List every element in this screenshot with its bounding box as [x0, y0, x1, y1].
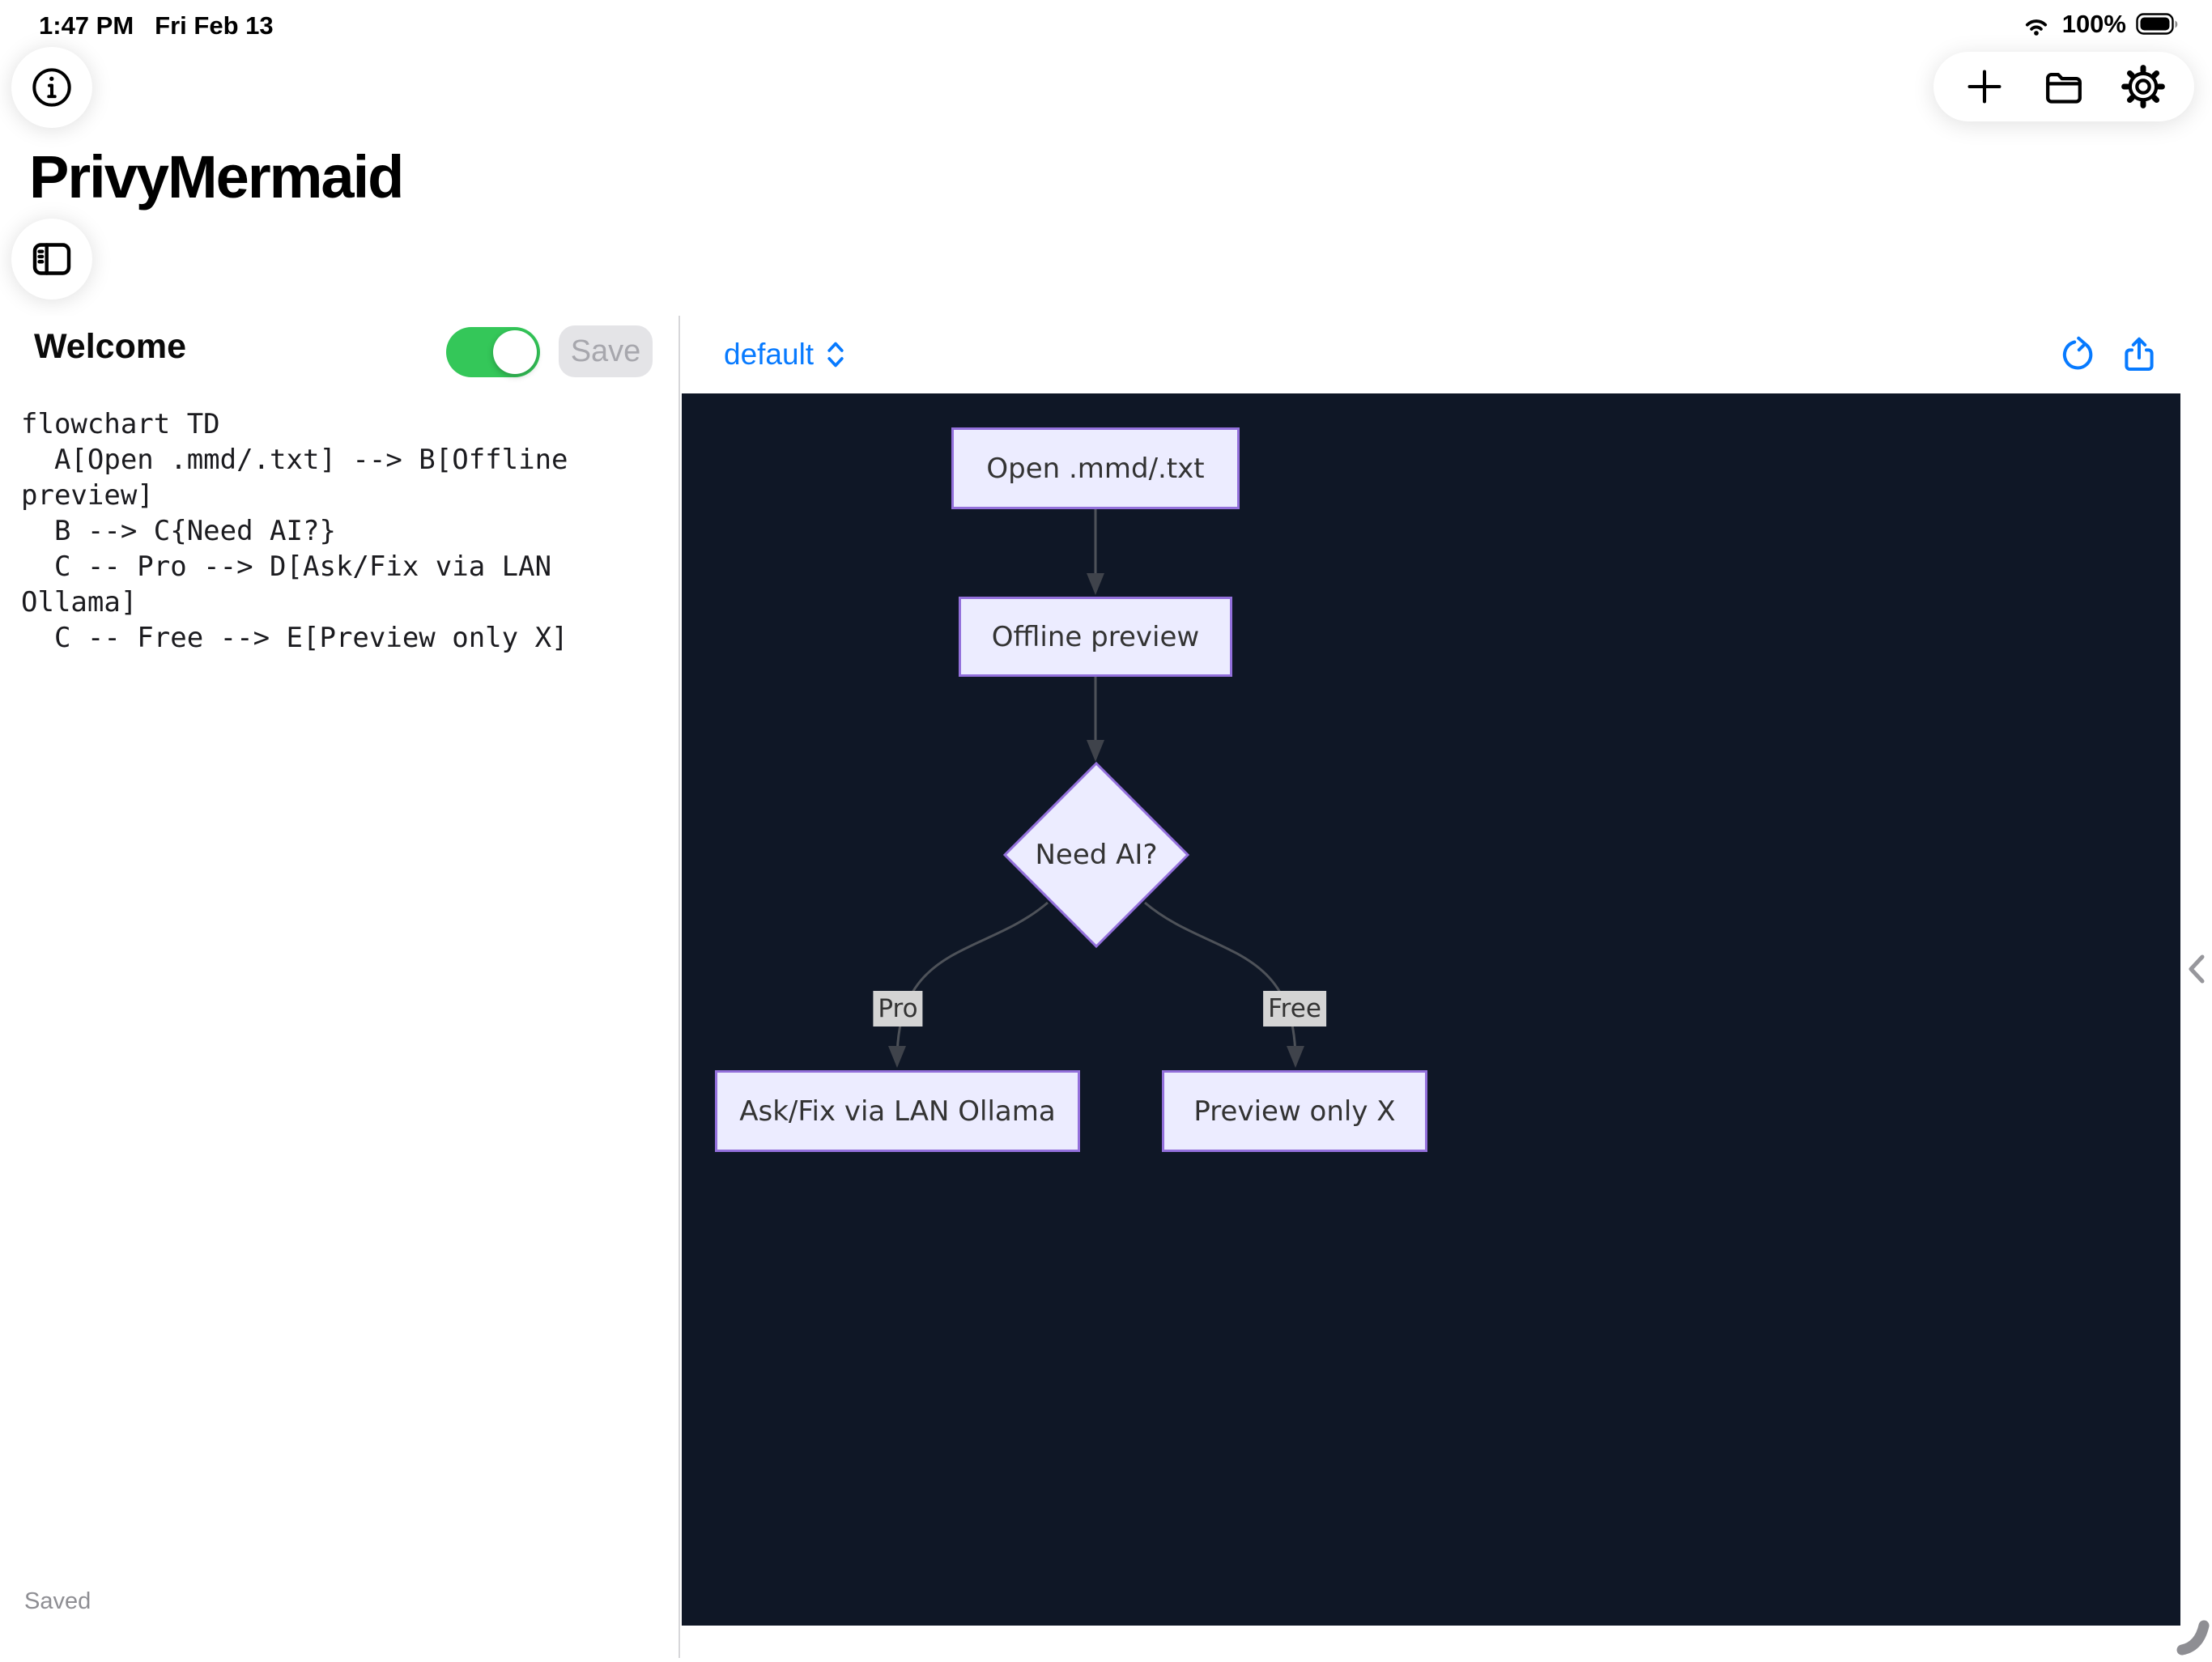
node-need-ai-label[interactable]: Need AI? [1035, 839, 1158, 871]
autosave-toggle[interactable] [446, 327, 540, 377]
chevron-up-down-icon [822, 338, 849, 371]
new-document-button[interactable] [1956, 58, 2013, 115]
status-date: Fri Feb 13 [155, 11, 274, 40]
editor-panel [0, 316, 680, 1658]
page-title: PrivyMermaid [29, 143, 404, 210]
share-icon [2120, 335, 2159, 374]
edge-label-free: Free [1263, 991, 1326, 1027]
node-ask-fix[interactable]: Ask/Fix via LAN Ollama [715, 1070, 1080, 1152]
battery-percent: 100% [2061, 10, 2126, 38]
sidebar-icon [29, 236, 74, 282]
save-status: Saved [24, 1588, 91, 1614]
node-shape-need-ai [1002, 761, 1190, 949]
preview-header: default [682, 316, 2212, 393]
node-label: Preview only X [1193, 1095, 1396, 1128]
open-file-button[interactable] [2035, 58, 2092, 115]
settings-button[interactable] [2115, 58, 2172, 115]
info-button[interactable] [11, 47, 92, 128]
node-label: Ask/Fix via LAN Ollama [739, 1095, 1056, 1128]
wifi-icon [2020, 12, 2052, 36]
status-time: 1:47 PM [39, 11, 134, 40]
node-label: Open .mmd/.txt [986, 452, 1205, 485]
diagram-canvas[interactable]: Open .mmd/.txt Offline preview Need AI? … [682, 393, 2180, 1626]
document-title: Welcome [34, 327, 186, 366]
toggle-knob [493, 330, 537, 374]
save-button[interactable]: Save [559, 325, 653, 377]
node-open-file[interactable]: Open .mmd/.txt [951, 427, 1240, 509]
status-bar: 1:47 PM Fri Feb 13 100% [0, 0, 2212, 49]
toolbar [1933, 52, 2194, 121]
code-editor[interactable]: flowchart TD A[Open .mmd/.txt] --> B[Off… [21, 408, 568, 654]
gear-icon [2121, 65, 2165, 108]
chevron-left-icon [2184, 950, 2209, 988]
folder-icon [2042, 65, 2086, 108]
battery-icon [2136, 13, 2180, 36]
refresh-button[interactable] [2057, 334, 2099, 376]
sidebar-toggle-button[interactable] [11, 219, 92, 300]
theme-selector-value: default [724, 338, 815, 371]
pencil-stroke-decoration [2170, 1616, 2212, 1662]
node-offline-preview[interactable]: Offline preview [959, 597, 1232, 677]
theme-selector[interactable]: default [724, 338, 849, 372]
node-label: Offline preview [991, 620, 1200, 653]
share-button[interactable] [2118, 334, 2160, 376]
refresh-icon [2058, 335, 2097, 374]
collapse-panel-handle[interactable] [2184, 950, 2209, 988]
edge-label-pro: Pro [873, 991, 923, 1027]
node-preview-only[interactable]: Preview only X [1162, 1070, 1427, 1152]
info-icon [29, 65, 74, 110]
plus-icon [1963, 66, 2006, 108]
